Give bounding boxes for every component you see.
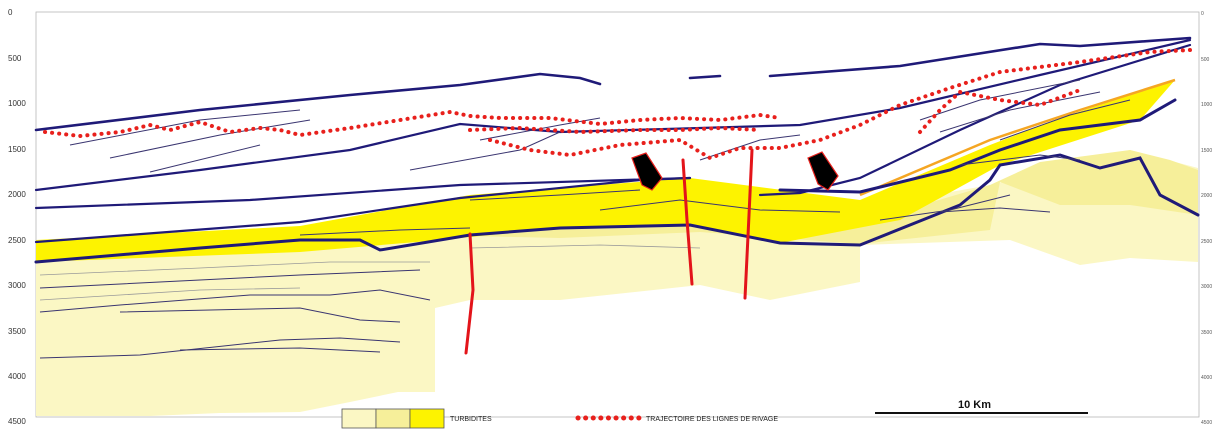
depth-axis-left: 0 500 1000 1500 2000 2500 3000 3500 4000…	[8, 8, 26, 426]
depth-tick-right: 500	[1201, 57, 1210, 63]
depth-axis-right: 0 500 1000 1500 2000 2500 3000 3500 4000…	[1201, 11, 1212, 426]
reflector	[939, 207, 1051, 213]
faint-reflector-group	[39, 244, 701, 301]
reflector	[479, 117, 601, 141]
shoreline-path-mid	[468, 125, 762, 135]
reflector	[999, 99, 1131, 141]
reflector	[179, 347, 381, 353]
reflector	[149, 144, 261, 173]
horizon-4	[758, 43, 1192, 197]
reflector	[69, 109, 301, 146]
reflector	[959, 154, 1081, 166]
reflector	[39, 289, 431, 313]
depth-tick-right: 4500	[1201, 420, 1212, 426]
reflector	[299, 227, 471, 236]
reflector	[699, 134, 801, 161]
legend-swatch-pale	[341, 408, 377, 429]
shoreline-trajectory	[43, 48, 1192, 161]
legend-shoreline: TRAJECTOIRE DES LIGNES DE RIVAGE	[575, 415, 778, 423]
reflector	[39, 337, 401, 359]
reflector	[409, 131, 561, 171]
reflector	[39, 269, 421, 289]
shoreline-path-east	[918, 88, 1082, 134]
fault-group	[464, 148, 754, 355]
turbidite-bright-wedge	[36, 80, 1175, 262]
horizon-base	[34, 153, 1200, 264]
depth-tick-right: 0	[1201, 11, 1204, 17]
depth-tick-right: 2500	[1201, 239, 1212, 245]
depth-tick-left: 4500	[8, 417, 26, 426]
reflector	[599, 199, 841, 213]
depth-tick-left: 500	[8, 54, 22, 63]
reflector	[939, 91, 1101, 133]
fault-west	[464, 232, 475, 355]
depth-tick-left: 0	[8, 8, 13, 17]
horizon-top-c	[768, 36, 1192, 78]
scale-bar: 10 Km	[875, 399, 1088, 414]
depth-tick-left: 2000	[8, 190, 26, 199]
faint-reflector	[469, 244, 701, 249]
horizon-2	[34, 38, 1192, 192]
onlap-surface	[859, 78, 1176, 197]
depth-tick-right: 4000	[1201, 375, 1212, 381]
reflector	[109, 119, 311, 159]
depth-tick-right: 1500	[1201, 148, 1212, 154]
horizon-group	[34, 36, 1200, 264]
reflector	[879, 194, 1011, 221]
depth-tick-right: 2000	[1201, 193, 1212, 199]
depth-tick-left: 2500	[8, 236, 26, 245]
legend-swatch-bright	[409, 408, 445, 429]
arrow-group	[631, 151, 839, 191]
arrow-west	[631, 152, 663, 191]
legend-turbidites-label: TURBIDITES	[450, 416, 492, 423]
legend-shoreline-label: TRAJECTOIRE DES LIGNES DE RIVAGE	[646, 416, 778, 423]
depth-tick-right: 1000	[1201, 102, 1212, 108]
horizon-3	[34, 176, 692, 210]
legend-turbidites: TURBIDITES	[341, 408, 492, 429]
reflector-group	[39, 79, 1131, 359]
horizon-top-b	[688, 74, 722, 80]
depth-tick-right: 3000	[1201, 284, 1212, 290]
fault-east	[743, 148, 754, 300]
scale-bar-label: 10 Km	[958, 399, 991, 411]
shoreline-path-west	[43, 109, 782, 139]
horizon-ramp	[778, 98, 1177, 194]
legend-swatch-mid	[375, 408, 411, 429]
depth-tick-right: 3500	[1201, 330, 1212, 336]
fault-central	[681, 158, 694, 286]
depth-tick-left: 3000	[8, 281, 26, 290]
depth-tick-left: 4000	[8, 372, 26, 381]
depth-tick-left: 1500	[8, 145, 26, 154]
reflector	[119, 307, 401, 323]
horizon-top	[34, 72, 602, 132]
reflector	[919, 79, 1081, 121]
reflector	[469, 189, 641, 201]
faint-reflector	[39, 261, 430, 276]
depth-tick-left: 1000	[8, 99, 26, 108]
arrow-east	[807, 151, 839, 191]
faint-reflector	[39, 287, 301, 301]
shoreline-path-lower	[488, 48, 1192, 161]
depth-tick-left: 3500	[8, 327, 26, 336]
